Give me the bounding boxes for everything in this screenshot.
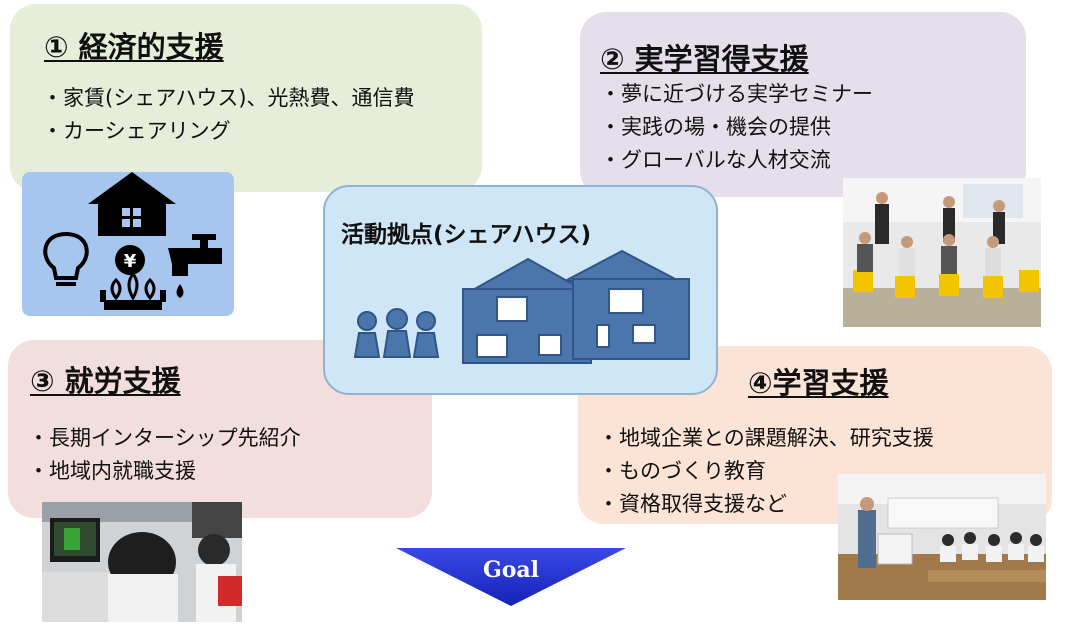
learning-support-title: ④学習支援 — [748, 366, 889, 400]
economic-support-box: ① 経済的支援 ・家賃(シェアハウス)、光熱費、通信費 ・カーシェアリング — [10, 4, 482, 192]
economic-support-list: ・家賃(シェアハウス)、光熱費、通信費 ・カーシェアリング — [42, 82, 415, 148]
practical-learning-title: ② 実学習得支援 — [600, 42, 809, 76]
practical-learning-list: ・夢に近づける実学セミナー ・実践の場・機会の提供 ・グローバルな人材交流 — [600, 78, 873, 177]
share-house-icon — [462, 249, 690, 364]
svg-text:¥: ¥ — [124, 251, 137, 272]
list-item: ・ものづくり教育 — [598, 459, 766, 483]
employment-support-list: ・長期インターシップ先紹介 ・地域内就職支援 — [28, 422, 301, 488]
goal-label: Goal — [482, 557, 540, 583]
list-item: ・夢に近づける実学セミナー — [600, 82, 873, 106]
people-icon — [353, 308, 440, 358]
economic-support-title: ① 経済的支援 — [44, 30, 224, 64]
faucet-icon — [168, 234, 222, 298]
goal-arrow: Goal — [396, 548, 626, 606]
list-item: ・カーシェアリング — [42, 119, 231, 143]
lightbulb-icon — [43, 231, 89, 286]
yen-coin-icon: ¥ — [115, 245, 145, 275]
activity-base-title: 活動拠点(シェアハウス) — [341, 222, 592, 248]
list-item: ・長期インターシップ先紹介 — [28, 426, 301, 450]
learning-support-list: ・地域企業との課題解決、研究支援 ・ものづくり教育 ・資格取得支援など — [598, 422, 934, 521]
house-icon — [88, 172, 176, 236]
list-item: ・グローバルな人材交流 — [600, 148, 831, 172]
classroom-photo — [838, 474, 1046, 600]
list-item: ・地域内就職支援 — [28, 459, 196, 483]
gas-burner-icon — [100, 271, 166, 310]
seminar-photo — [843, 178, 1041, 327]
computer-room-photo — [42, 502, 242, 622]
activity-base-box: 活動拠点(シェアハウス) — [323, 185, 718, 395]
employment-support-title: ③ 就労支援 — [30, 364, 181, 398]
economic-icons-panel: ¥ — [22, 172, 234, 316]
list-item: ・地域企業との課題解決、研究支援 — [598, 426, 934, 450]
list-item: ・家賃(シェアハウス)、光熱費、通信費 — [42, 86, 415, 110]
list-item: ・実践の場・機会の提供 — [600, 115, 831, 139]
list-item: ・資格取得支援など — [598, 492, 787, 516]
practical-learning-box: ② 実学習得支援 ・夢に近づける実学セミナー ・実践の場・機会の提供 ・グローバ… — [580, 12, 1026, 197]
